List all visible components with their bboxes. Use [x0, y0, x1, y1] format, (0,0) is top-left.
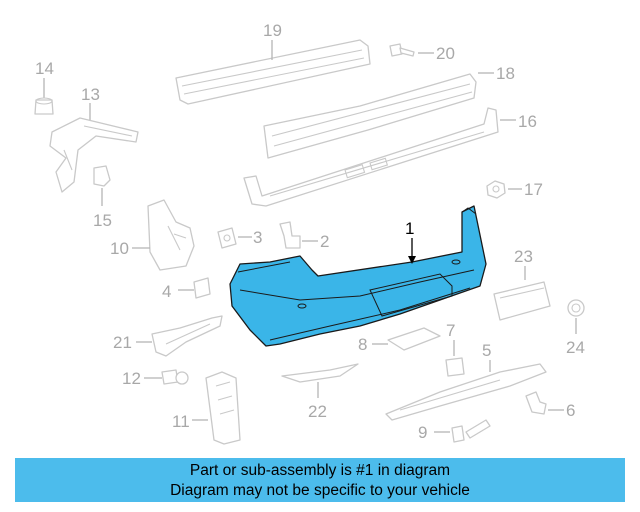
callout-6: 6 — [566, 401, 575, 420]
callout-8: 8 — [358, 335, 367, 354]
part-3-retainer — [217, 227, 252, 249]
part-9-clip — [434, 419, 491, 443]
callout-1-arrowhead — [408, 256, 416, 264]
callout-19: 19 — [263, 21, 282, 40]
part-22-reflector — [281, 363, 359, 398]
caption-banner: Part or sub-assembly is #1 in diagram Di… — [15, 458, 625, 502]
part-18-energy-absorber — [263, 72, 494, 159]
caption-line-1: Part or sub-assembly is #1 in diagram — [189, 462, 451, 479]
part-19-reinforcement-bar — [175, 39, 371, 105]
callout-14: 14 — [35, 59, 54, 78]
part-20-bolt — [389, 43, 434, 57]
part-16-support-guide — [243, 107, 516, 207]
callout-24: 24 — [566, 338, 585, 357]
callout-12: 12 — [122, 369, 141, 388]
part-8-bracket — [372, 327, 441, 351]
part-13-side-bracket — [49, 103, 139, 193]
callout-7: 7 — [446, 321, 455, 340]
callout-23: 23 — [514, 247, 533, 266]
part-11-vertical-bracket — [192, 371, 241, 445]
callout-10: 10 — [110, 239, 129, 258]
part-24-sensor — [567, 299, 585, 334]
callout-5: 5 — [482, 341, 491, 360]
callout-1: 1 — [405, 219, 414, 238]
part-5-lower-trim — [385, 360, 547, 421]
part-17-nut — [486, 180, 522, 199]
caption-line-2: Diagram may not be specific to your vehi… — [170, 482, 470, 499]
part-6-screw — [525, 391, 564, 415]
part-7-clip — [445, 340, 465, 377]
part-4-retainer — [178, 277, 211, 299]
callout-9: 9 — [418, 423, 427, 442]
part-21-side-bracket — [136, 315, 223, 357]
part-14-clip — [34, 78, 54, 115]
callout-2: 2 — [320, 232, 329, 251]
callout-15: 15 — [93, 211, 112, 230]
callout-11: 11 — [172, 412, 190, 431]
part-23-license-bracket — [493, 266, 551, 321]
callout-20: 20 — [436, 44, 455, 63]
callout-16: 16 — [518, 112, 537, 131]
callout-18: 18 — [496, 64, 515, 83]
part-15-clip — [93, 165, 111, 206]
part-2-screw — [279, 221, 318, 249]
parts-diagram: 19 20 18 16 17 14 13 — [34, 21, 585, 445]
part-10-mud-flap — [132, 199, 195, 271]
callout-17: 17 — [524, 180, 543, 199]
callout-13: 13 — [81, 85, 100, 104]
callout-3: 3 — [253, 228, 262, 247]
callout-21: 21 — [113, 333, 132, 352]
callout-22: 22 — [308, 402, 327, 421]
callout-4: 4 — [162, 282, 171, 301]
part-12-bolt — [144, 369, 189, 385]
part-1-bumper-cover[interactable] — [229, 205, 487, 347]
